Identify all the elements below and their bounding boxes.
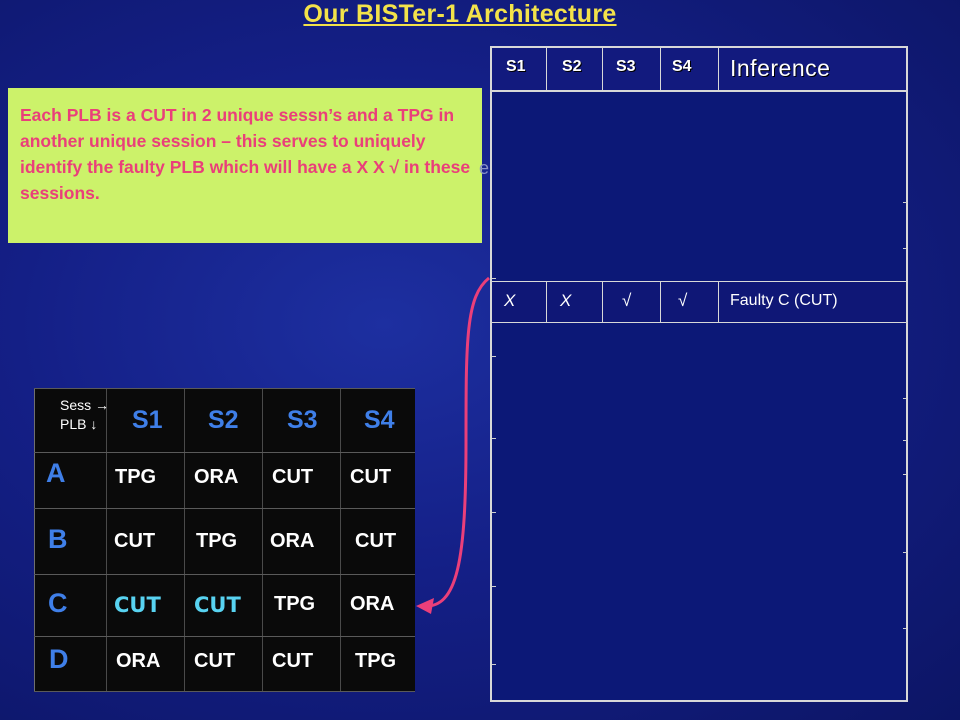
inference-header-s3: S3 [616, 58, 636, 75]
plb-label-b: B [48, 524, 68, 554]
cell-c-s2: CUT [194, 593, 241, 617]
plb-session-table: Sess → PLB ↓ S1 S2 S3 S4 A TPG ORA CUT C… [34, 388, 415, 692]
inference-body [492, 92, 906, 700]
fault-s4: √ [678, 291, 688, 310]
note-ghost-char: e [479, 158, 490, 178]
session-header-s4: S4 [364, 406, 395, 434]
sess-plb-label: Sess → PLB ↓ [60, 396, 109, 434]
cell-b-s3: ORA [270, 530, 315, 552]
plb-label: PLB ↓ [60, 416, 98, 432]
inference-header-inference: Inference [730, 55, 831, 81]
session-header-s2: S2 [208, 406, 239, 434]
slide-title: Our BISTer-1 Architecture [303, 0, 617, 28]
fault-inference: Faulty C (CUT) [730, 292, 838, 309]
cell-c-s4: ORA [350, 593, 395, 615]
inference-header-row: S1 S2 S3 S4 Inference [492, 48, 906, 92]
cell-c-s1: CUT [114, 593, 161, 617]
inference-header-s1: S1 [506, 58, 526, 75]
note-callout: Each PLB is a CUT in 2 unique sessn’s an… [8, 88, 482, 243]
cell-d-s1: ORA [116, 650, 161, 672]
sess-label: Sess → [60, 397, 110, 413]
plb-label-a: A [46, 458, 66, 488]
session-header-s3: S3 [287, 406, 318, 434]
cell-d-s2: CUT [194, 650, 236, 672]
cell-b-s2: TPG [196, 530, 238, 552]
fault-s1: X [504, 291, 516, 310]
plb-label-d: D [49, 644, 69, 674]
arrow-head [416, 598, 434, 614]
inference-header-s2: S2 [562, 58, 582, 75]
cell-d-s4: TPG [355, 650, 397, 672]
plb-label-c: C [48, 588, 68, 618]
cell-b-s4: CUT [355, 530, 397, 552]
cell-a-s4: CUT [350, 466, 392, 488]
inference-table: S1 S2 S3 S4 Inference X X √ √ Faulty C (… [490, 46, 908, 702]
cell-c-s3: TPG [274, 593, 316, 615]
arrow-curve [421, 276, 490, 608]
cell-a-s2: ORA [194, 466, 239, 488]
fault-s2: X [560, 291, 572, 310]
cell-b-s1: CUT [114, 530, 156, 552]
session-header-s1: S1 [132, 406, 163, 434]
inference-fault-row: X X √ √ Faulty C (CUT) [492, 281, 906, 323]
inference-header-s4: S4 [672, 58, 692, 75]
cell-a-s1: TPG [115, 466, 157, 488]
cell-a-s3: CUT [272, 466, 314, 488]
cell-d-s3: CUT [272, 650, 314, 672]
fault-s3: √ [622, 291, 632, 310]
